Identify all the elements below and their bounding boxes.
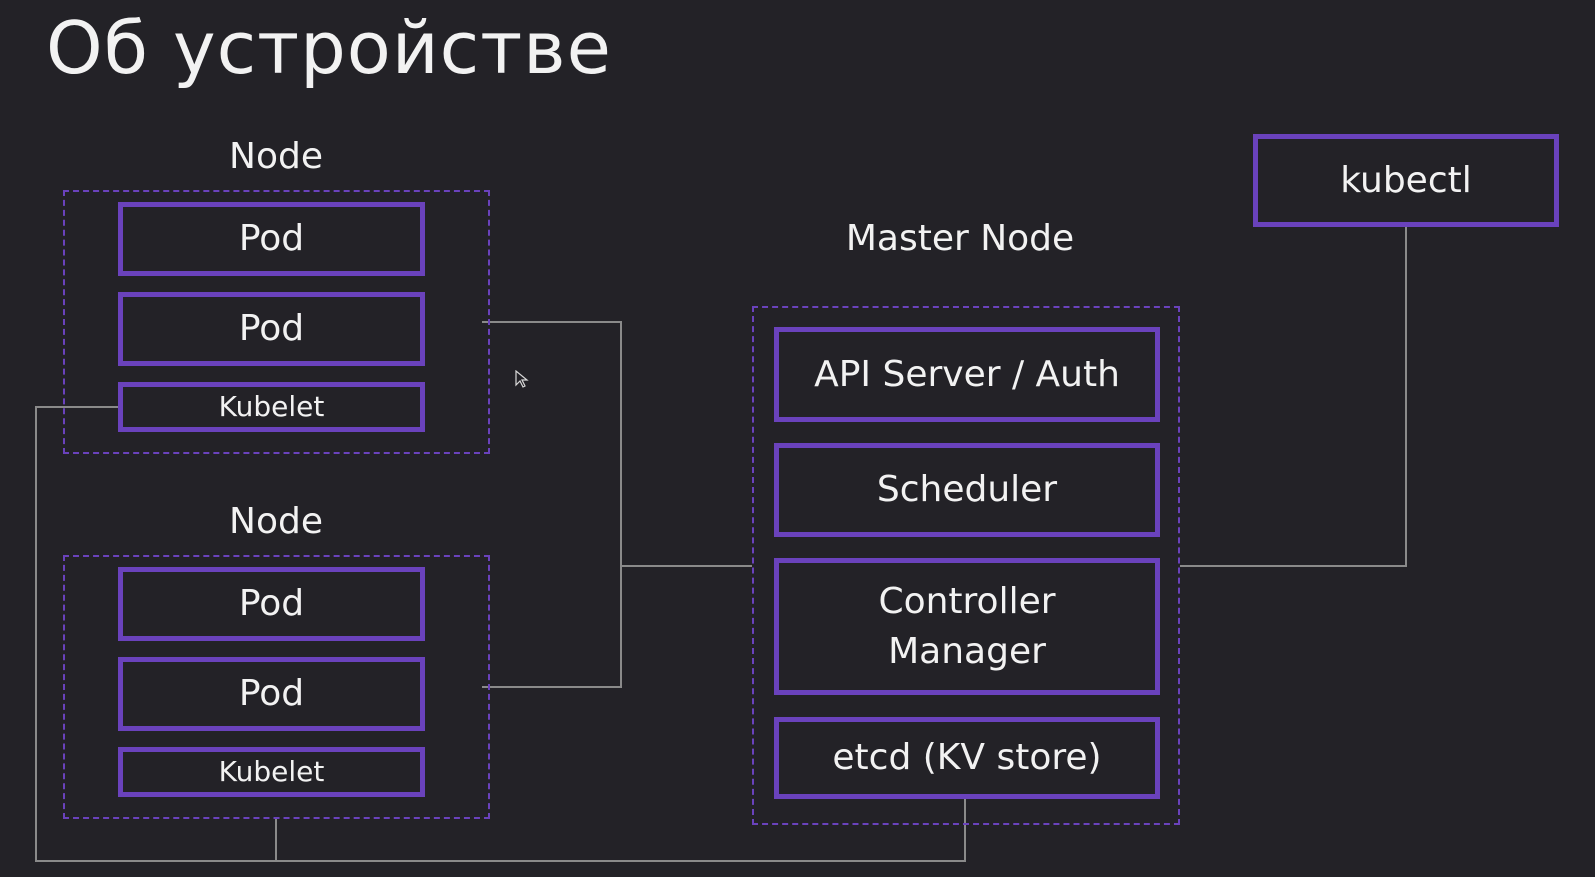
node-label: Node — [229, 501, 323, 542]
api-server-box: API Server / Auth — [774, 327, 1160, 422]
connector-node2-to-bus — [482, 566, 622, 688]
kubectl-box: kubectl — [1253, 134, 1559, 227]
pod-box: Pod — [118, 202, 425, 276]
pod-box: Pod — [118, 292, 425, 366]
connector-node1-to-master — [482, 321, 752, 567]
master-node-label: Master Node — [845, 218, 1075, 259]
scheduler-box: Scheduler — [774, 443, 1160, 537]
mouse-pointer-icon — [515, 370, 529, 388]
connector-master-to-kubectl — [1180, 227, 1407, 567]
controller-manager-box: Controller Manager — [774, 558, 1160, 695]
node-group — [63, 555, 490, 819]
pod-box: Pod — [118, 657, 425, 731]
kubelet-box: Kubelet — [118, 747, 425, 797]
node-group — [63, 190, 490, 454]
pod-box: Pod — [118, 567, 425, 641]
slide-title: Об устройстве — [46, 6, 612, 90]
kubelet-box: Kubelet — [118, 382, 425, 432]
node-label: Node — [229, 136, 323, 177]
master-node-group — [752, 306, 1180, 825]
etcd-box: etcd (KV store) — [774, 717, 1160, 799]
